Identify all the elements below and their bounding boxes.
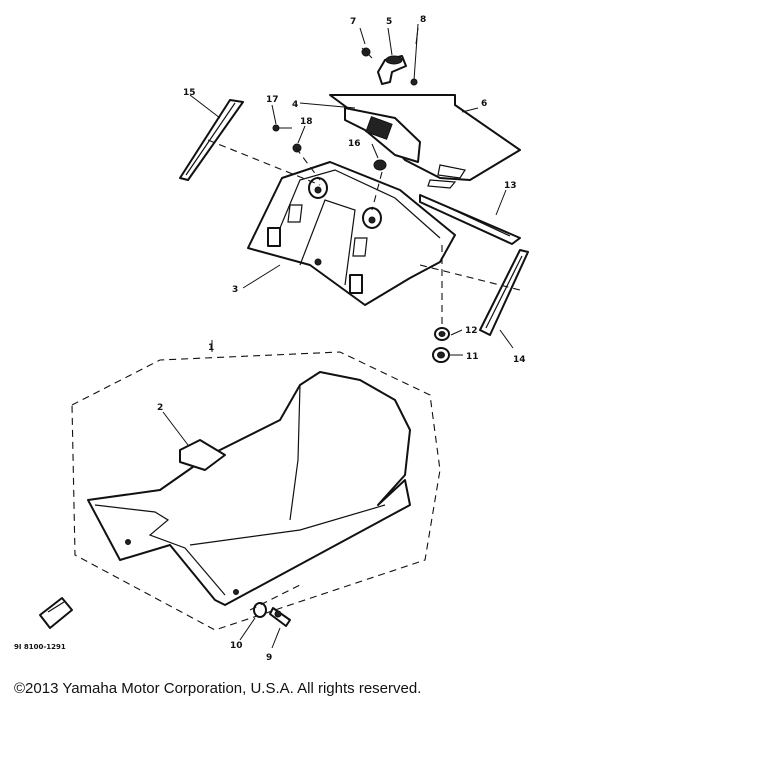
- part-7-screw: [361, 47, 373, 59]
- part-10-washer: [253, 602, 267, 618]
- callout-7: 7: [350, 17, 356, 27]
- part-12-washer: [434, 327, 450, 341]
- projection-lines: [207, 139, 521, 611]
- reference-code: 9I 8100-1291: [14, 643, 66, 651]
- callout-4: 4: [292, 100, 298, 110]
- part-5-hook: [377, 55, 407, 85]
- part-14-trim-strip: [479, 249, 529, 336]
- seat-assembly-boundary: [71, 351, 441, 631]
- callout-9: 9: [266, 653, 272, 663]
- callout-15: 15: [183, 88, 196, 98]
- callout-13: 13: [504, 181, 517, 191]
- callout-10: 10: [230, 641, 243, 651]
- reference-icon: [39, 597, 73, 629]
- callout-16: 16: [348, 139, 361, 149]
- part-15-trim-strip: [179, 99, 244, 181]
- callout-12: 12: [465, 326, 478, 336]
- copyright-notice: ©2013 Yamaha Motor Corporation, U.S.A. A…: [14, 680, 422, 697]
- callout-2: 2: [157, 403, 163, 413]
- part-18-nut: [292, 143, 302, 153]
- callout-18: 18: [300, 117, 313, 127]
- callout-8: 8: [420, 15, 426, 25]
- callout-11: 11: [466, 352, 479, 362]
- callout-5: 5: [386, 17, 392, 27]
- part-11-grommet: [432, 347, 450, 363]
- callout-labels: 15 7 5 8 17 4 6 18 16 13 3 12 11 14 1 2 …: [14, 15, 526, 663]
- part-16-fastener: [373, 159, 387, 171]
- part-1-seat: [87, 371, 411, 606]
- callout-1: 1: [208, 343, 214, 353]
- part-4-bracket: [344, 107, 421, 163]
- part-13-trim-strip: [419, 194, 521, 245]
- part-3-seat-base: [247, 161, 456, 306]
- callout-6: 6: [481, 99, 487, 109]
- leader-lines: [162, 27, 514, 649]
- part-9-bolt: [269, 607, 291, 627]
- callout-14: 14: [513, 355, 526, 365]
- callout-17: 17: [266, 95, 279, 105]
- callout-3: 3: [232, 285, 238, 295]
- part-17-bolt: [272, 124, 292, 132]
- part-2-seat-strap: [179, 439, 226, 471]
